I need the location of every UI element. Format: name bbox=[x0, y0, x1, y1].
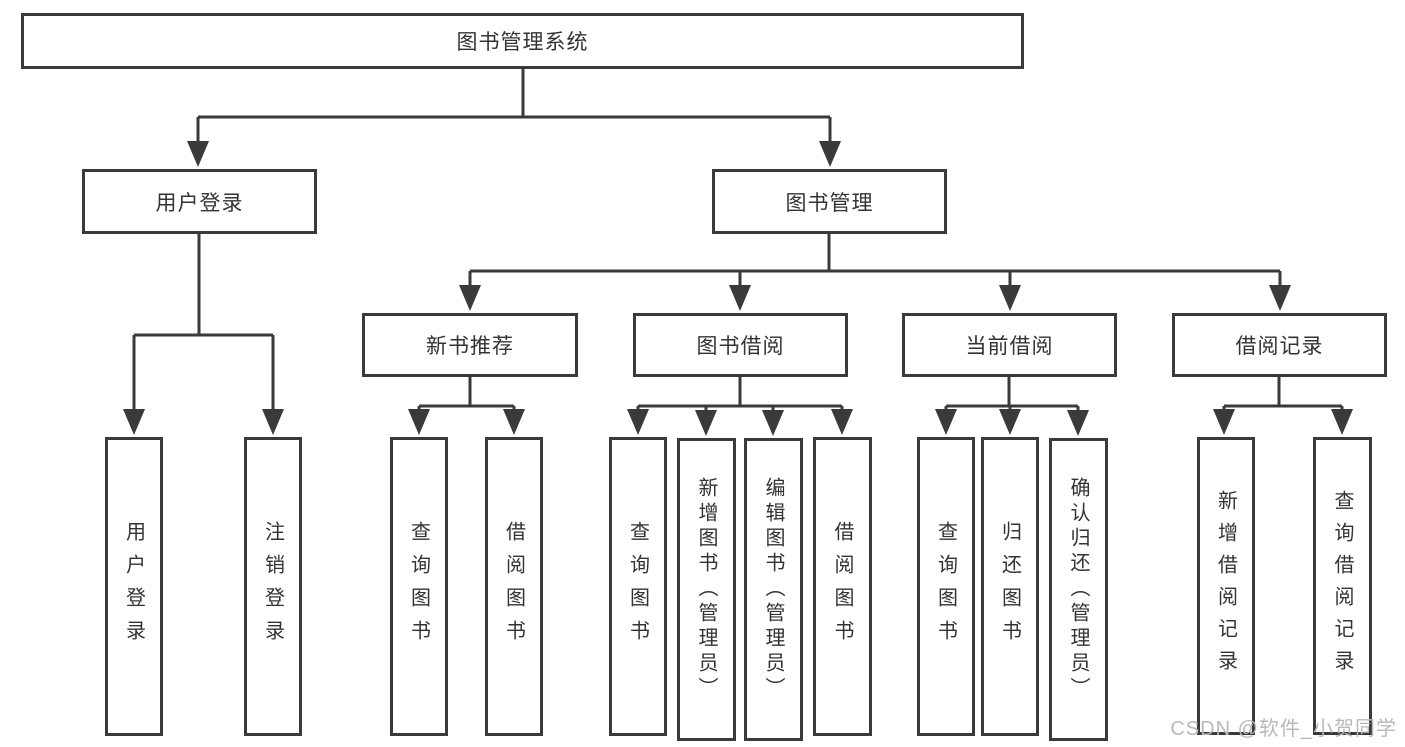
node-borrow-books-leaf: 借阅图书 bbox=[813, 437, 872, 736]
node-book-borrowing: 图书借阅 bbox=[633, 313, 848, 377]
node-user-login: 用户登录 bbox=[82, 169, 317, 234]
node-return-books: 归还图书 bbox=[981, 437, 1039, 736]
node-new-book-recommendation: 新书推荐 bbox=[362, 313, 578, 377]
node-add-books-admin: 新增图书（管理员） bbox=[677, 438, 736, 741]
node-borrow-books-recommend: 借阅图书 bbox=[485, 437, 543, 736]
node-add-borrow-record: 新增借阅记录 bbox=[1197, 437, 1255, 735]
node-current-borrowing: 当前借阅 bbox=[902, 313, 1117, 377]
node-user-login-leaf: 用户登录 bbox=[105, 437, 163, 736]
node-query-borrow-record: 查询借阅记录 bbox=[1313, 437, 1372, 735]
node-logout-leaf: 注销登录 bbox=[244, 437, 302, 736]
node-query-books-borrow: 查询图书 bbox=[609, 437, 667, 736]
watermark: CSDN @软件_小贺同学 bbox=[1170, 718, 1397, 740]
node-query-books-recommend: 查询图书 bbox=[390, 437, 448, 736]
node-query-books-current: 查询图书 bbox=[917, 437, 975, 736]
node-edit-books-admin: 编辑图书（管理员） bbox=[744, 438, 803, 741]
node-borrowing-records: 借阅记录 bbox=[1172, 313, 1387, 377]
node-book-management: 图书管理 bbox=[712, 169, 947, 234]
node-confirm-return-admin: 确认归还（管理员） bbox=[1049, 438, 1108, 741]
node-library-management-system: 图书管理系统 bbox=[21, 13, 1024, 69]
